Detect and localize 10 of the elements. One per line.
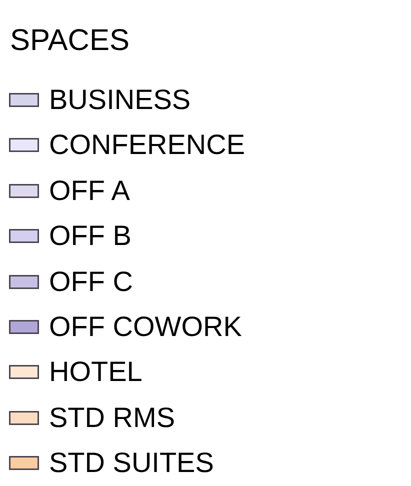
legend-label: STD RMS — [49, 400, 175, 435]
legend-label: HOTEL — [49, 355, 142, 390]
legend-label: OFF COWORK — [49, 310, 242, 344]
legend-label: BUSINESS — [49, 83, 191, 117]
legend-label: OFF A — [49, 174, 130, 208]
legend-label: CONFERENCE — [49, 128, 246, 162]
legend-label: OFF C — [49, 264, 133, 299]
legend-title: SPACES — [10, 24, 130, 58]
legend-label: OFF B — [49, 219, 132, 254]
legend-label: STD SUITES — [49, 446, 214, 480]
